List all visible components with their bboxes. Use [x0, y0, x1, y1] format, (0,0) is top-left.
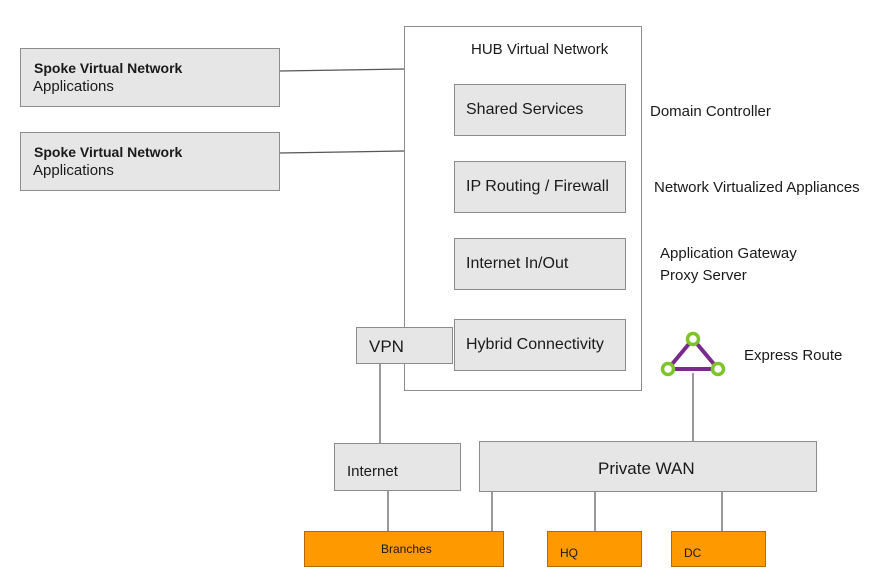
spoke-1-link	[279, 68, 405, 72]
spoke-network-1-title: Spoke Virtual Network	[34, 60, 183, 76]
spoke-network-1-subtitle: Applications	[33, 78, 114, 95]
express-route-label: Express Route	[744, 347, 843, 364]
internet-label: Internet	[347, 463, 398, 480]
shared-services-box[interactable]: Shared Services	[454, 84, 626, 136]
proxy-server-note: Proxy Server	[660, 267, 747, 284]
vpn-label: VPN	[369, 337, 404, 356]
express-route-icon	[660, 331, 726, 377]
internet-in-out-box[interactable]: Internet In/Out	[454, 238, 626, 290]
site-dc[interactable]: DC	[671, 531, 766, 567]
site-branches[interactable]: Branches	[304, 531, 504, 567]
spoke-network-2[interactable]: Spoke Virtual Network Applications	[20, 132, 280, 191]
hub-network-title: HUB Virtual Network	[471, 41, 609, 58]
internet-in-out-label: Internet In/Out	[466, 255, 569, 272]
hybrid-connectivity-box[interactable]: Hybrid Connectivity	[454, 319, 626, 371]
private-wan-label: Private WAN	[598, 459, 695, 478]
spoke-network-2-subtitle: Applications	[33, 162, 114, 179]
site-hq-label: HQ	[560, 546, 578, 560]
spoke-network-1[interactable]: Spoke Virtual Network Applications	[20, 48, 280, 107]
ip-routing-firewall-label: IP Routing / Firewall	[466, 178, 609, 195]
ip-routing-firewall-box[interactable]: IP Routing / Firewall	[454, 161, 626, 213]
site-branches-label: Branches	[381, 542, 432, 556]
vpn-box[interactable]: VPN	[356, 327, 453, 364]
spoke-network-2-title: Spoke Virtual Network	[34, 144, 183, 160]
network-virtualized-appliances-note: Network Virtualized Appliances	[654, 179, 860, 196]
application-gateway-note: Application Gateway	[660, 245, 797, 262]
site-hq[interactable]: HQ	[547, 531, 642, 567]
site-dc-label: DC	[684, 546, 702, 560]
shared-services-label: Shared Services	[466, 101, 584, 118]
domain-controller-note: Domain Controller	[650, 103, 771, 120]
spoke-2-link	[279, 150, 405, 154]
private-wan-box[interactable]: Private WAN	[479, 441, 817, 492]
hybrid-connectivity-label: Hybrid Connectivity	[466, 336, 604, 353]
internet-box[interactable]: Internet	[334, 443, 461, 491]
